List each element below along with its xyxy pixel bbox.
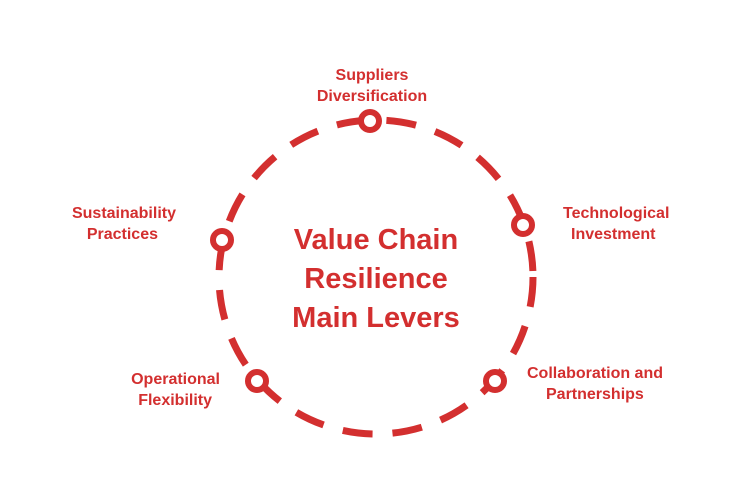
label-operational-line-1: Operational [131, 371, 220, 388]
node-marker-collaboration [483, 369, 507, 393]
center-title-line-2: Resilience [304, 263, 447, 295]
node-marker-suppliers [358, 109, 382, 133]
node-marker-technology [511, 213, 535, 237]
label-technology-line-2: Investment [571, 226, 656, 243]
node-marker-operational [245, 369, 269, 393]
center-title-line-1: Value Chain [294, 224, 458, 256]
label-sustainability-line-2: Practices [87, 226, 158, 243]
label-collaboration-line-2: Partnerships [546, 386, 644, 403]
label-collaboration-line-1: Collaboration and [527, 365, 663, 382]
node-marker-sustainability [210, 228, 234, 252]
label-suppliers-line-1: Suppliers [336, 67, 409, 84]
label-suppliers-line-2: Diversification [317, 88, 427, 105]
dashed-ring [215, 116, 537, 438]
label-technology-line-1: Technological [563, 205, 669, 222]
label-sustainability-line-1: Sustainability [72, 205, 176, 222]
center-title-line-3: Main Levers [292, 302, 460, 334]
label-operational-line-2: Flexibility [138, 392, 212, 409]
